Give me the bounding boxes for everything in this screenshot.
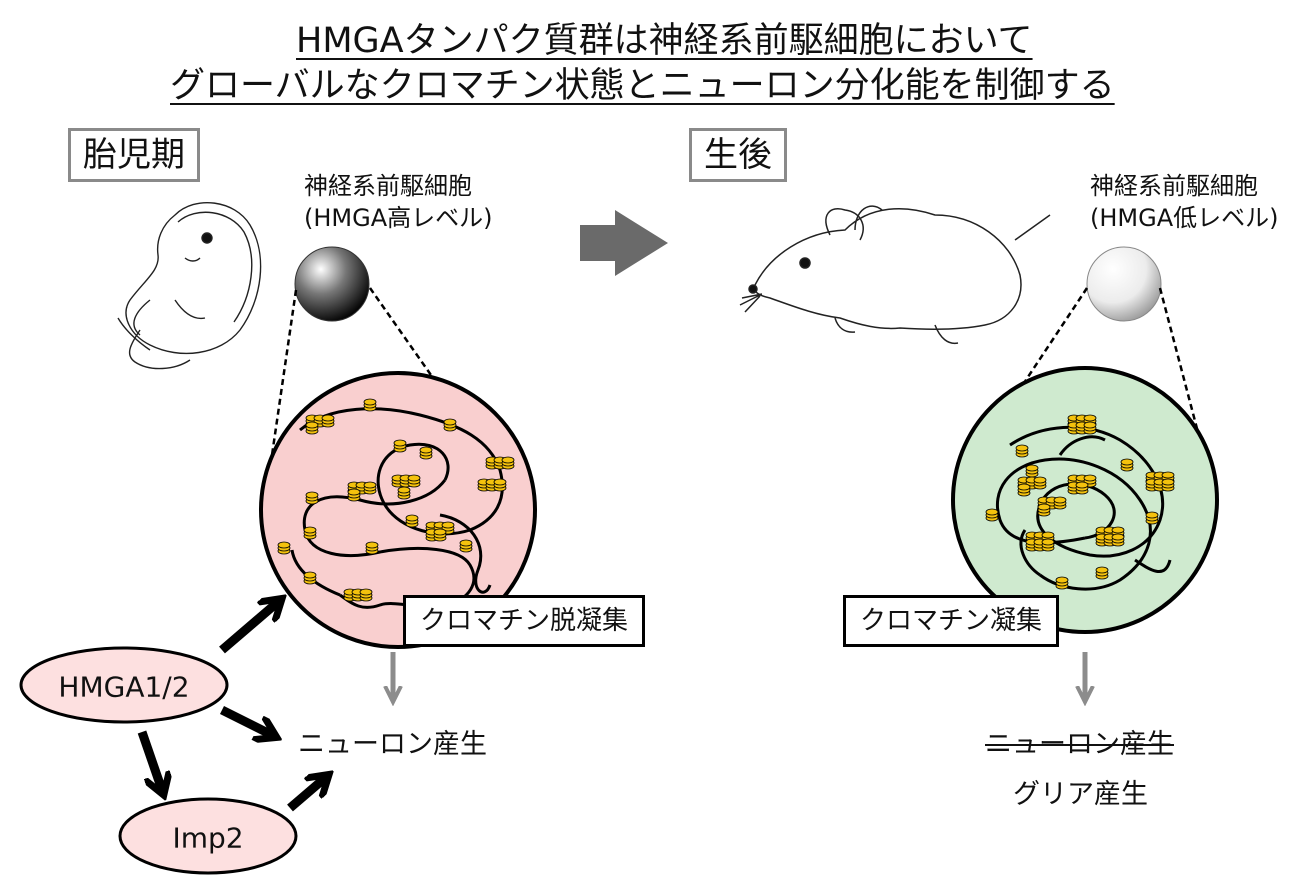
nucleosome [303, 526, 317, 534]
nucleus-decondensed [259, 371, 537, 649]
postnatal-cell-label: 神経系前駆細胞 (HMGA低レベル) [1090, 170, 1279, 234]
postnatal-period-label: 生後 [689, 128, 787, 182]
title-line-2: グローバルなクロマチン状態とニューロン分化能を制御する [170, 66, 1115, 106]
nucleosome [359, 588, 373, 596]
arrow-hmga-to-chromatin [219, 602, 278, 654]
nucleosome [1111, 533, 1125, 541]
glia-production-label: グリア産生 [1013, 779, 1148, 810]
nucleosome [419, 446, 433, 454]
nucleosome [443, 418, 457, 426]
nucleosome [1161, 478, 1175, 486]
decondensed-chromatin-label: クロマチン脱凝集 [403, 595, 646, 647]
arrow-imp2-to-neuron [287, 778, 325, 812]
nucleosome [1083, 414, 1097, 422]
nucleosome [1075, 481, 1089, 489]
nucleosome [305, 491, 319, 499]
zoom-lines-left [270, 287, 440, 456]
nucleosome [1145, 511, 1159, 519]
progenitor-cell-high-hmga [294, 246, 370, 322]
condensed-chromatin-label: クロマチン凝集 [843, 595, 1060, 647]
nucleosome [365, 541, 379, 549]
nucleosome [363, 481, 377, 489]
nucleosome [1015, 444, 1029, 452]
nucleosome [501, 456, 515, 464]
title-line-1: HMGAタンパク質群は神経系前駆細胞において [296, 21, 1033, 61]
progenitor-cell-low-hmga [1086, 246, 1162, 322]
nucleosome [347, 488, 361, 496]
nucleosome [1083, 474, 1097, 482]
nucleosome [459, 539, 473, 547]
nucleosome [397, 486, 411, 494]
nucleosome [321, 414, 335, 422]
nucleosome [1161, 471, 1175, 479]
embryo-sketch [117, 201, 262, 370]
nucleosome [441, 521, 455, 529]
nucleosome [985, 508, 999, 516]
nucleosome [1083, 421, 1097, 429]
chromatin-fiber-right [995, 425, 1172, 591]
mouse-sketch [739, 205, 1051, 345]
nucleosome [405, 514, 419, 522]
arrow-hmga-to-neuron [219, 705, 272, 735]
hmga-label: HMGA1/2 [58, 670, 190, 704]
zoom-lines-right [1016, 287, 1202, 441]
nucleosome [303, 571, 317, 579]
nucleosome [1053, 496, 1067, 504]
nucleosome [1111, 526, 1125, 534]
nucleosome [1025, 464, 1039, 472]
nucleosome [1017, 483, 1031, 491]
nucleosome [1095, 566, 1109, 574]
arrow-hmga-to-imp2 [137, 730, 162, 790]
nucleosome [407, 474, 421, 482]
nucleosome [1037, 503, 1051, 511]
nucleosome [1055, 576, 1069, 584]
embryonic-cell-label: 神経系前駆細胞 (HMGA高レベル) [304, 170, 493, 234]
nucleosome [1041, 531, 1055, 539]
nucleosome-cluster-left [277, 398, 515, 602]
transition-arrow [580, 210, 668, 276]
nucleosome [1120, 458, 1134, 466]
embryonic-period-label: 胎児期 [68, 128, 200, 182]
nucleosome [433, 528, 447, 536]
postnatal-cell-name: 神経系前駆細胞 [1090, 172, 1258, 200]
embryonic-cell-name: 神経系前駆細胞 [304, 172, 472, 200]
nucleosome [363, 398, 377, 406]
nucleosome [493, 478, 507, 486]
nucleosome [305, 421, 319, 429]
imp2-ellipse [118, 797, 298, 875]
nucleosome [277, 541, 291, 549]
neuron-production-label: ニューロン産生 [298, 729, 487, 760]
nucleosome [393, 439, 407, 447]
nucleus-condensed [951, 366, 1219, 634]
nucleosome [1033, 476, 1047, 484]
imp2-label: Imp2 [172, 821, 244, 855]
embryonic-cell-level: (HMGA高レベル) [304, 204, 493, 232]
postnatal-cell-level: (HMGA低レベル) [1090, 204, 1279, 232]
neuron-production-suppressed-label: ニューロン産生 [985, 729, 1174, 760]
hmga-ellipse [19, 646, 229, 724]
nucleosome [1041, 538, 1055, 546]
nucleosome-cluster-right [985, 414, 1175, 590]
